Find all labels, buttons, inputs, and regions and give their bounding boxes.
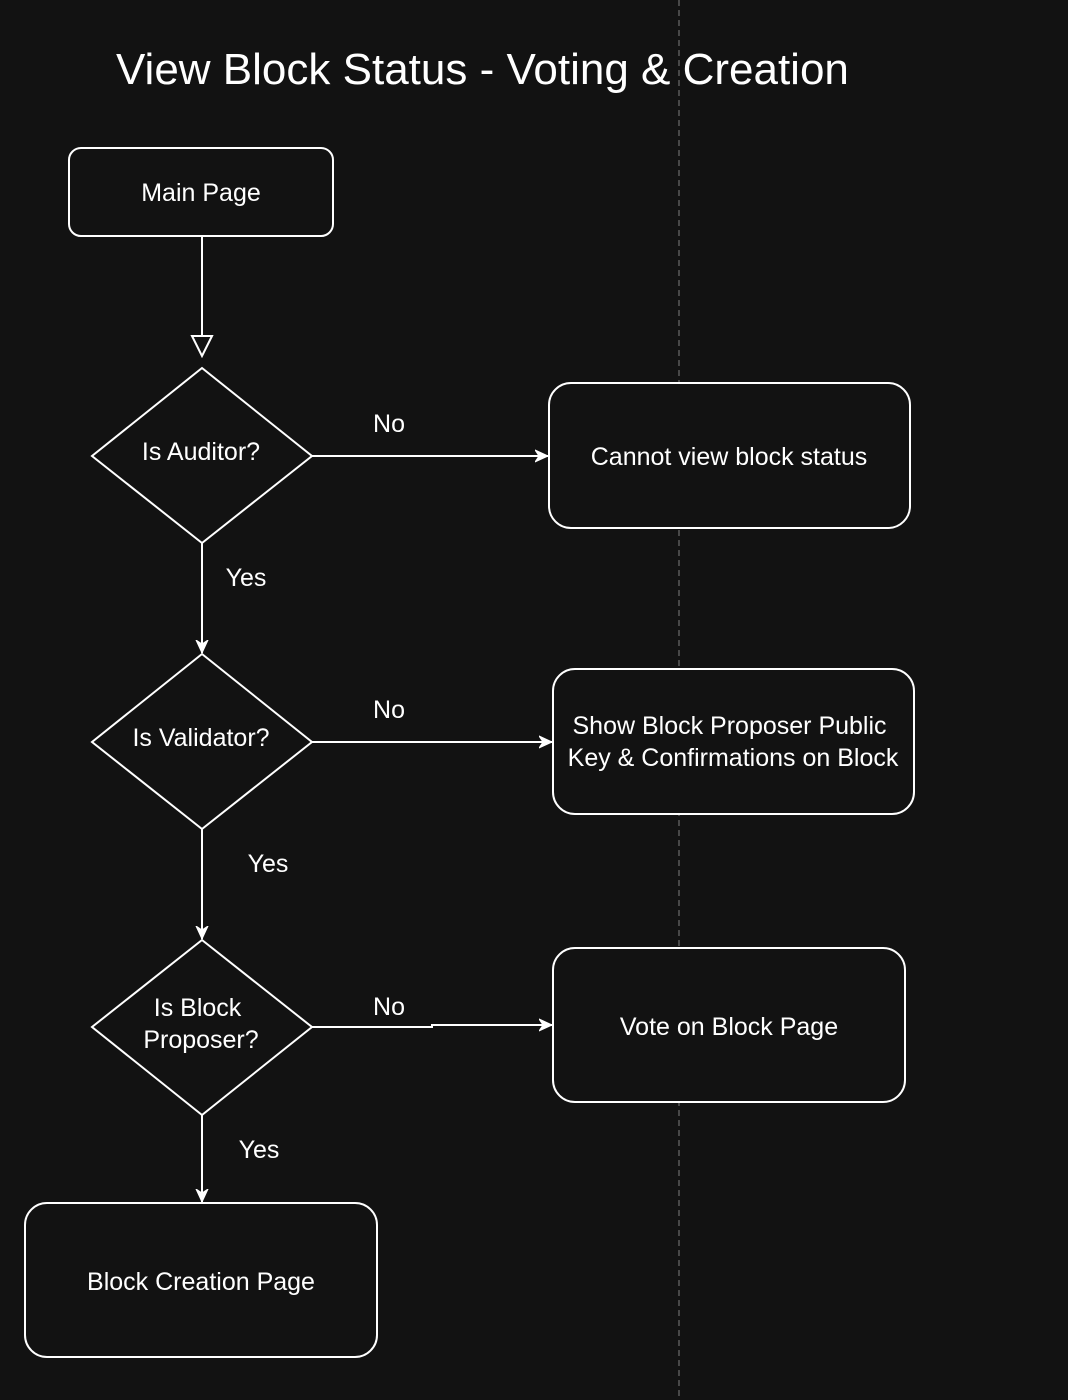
node-show-block-proposer[interactable]: Show Block Proposer Public Key & Confirm… xyxy=(552,668,915,815)
node-cannot-view-block-status[interactable]: Cannot view block status xyxy=(548,382,911,529)
node-vote-on-block-label: Vote on Block Page xyxy=(620,1013,838,1041)
node-cannot-view-label: Cannot view block status xyxy=(591,443,868,471)
decision-is-block-proposer[interactable]: Is Block Proposer? xyxy=(90,938,314,1117)
decision-is-auditor-label: Is Auditor? xyxy=(142,438,260,466)
diagram-title: View Block Status - Voting & Creation xyxy=(116,45,849,94)
node-show-block-proposer-label: Show Block Proposer Public Key & Confirm… xyxy=(568,712,899,772)
node-show-block-proposer-line-1: Show Block Proposer Public xyxy=(573,712,887,740)
edge-proposer-no-label: No xyxy=(373,993,405,1021)
node-show-block-proposer-line-2: Key & Confirmations on Block xyxy=(568,744,899,772)
decision-is-block-proposer-line-1: Is Block xyxy=(154,994,242,1022)
edge-validator-no-label: No xyxy=(373,696,405,724)
edge-validator-yes-label: Yes xyxy=(248,850,289,878)
edge-auditor-no-label: No xyxy=(373,410,405,438)
decision-is-validator-label: Is Validator? xyxy=(132,724,269,752)
edge-auditor-yes-label: Yes xyxy=(226,564,267,592)
decision-is-auditor[interactable]: Is Auditor? xyxy=(90,366,314,545)
node-block-creation-page[interactable]: Block Creation Page xyxy=(24,1202,378,1358)
node-vote-on-block-page[interactable]: Vote on Block Page xyxy=(552,947,906,1103)
node-main-page[interactable]: Main Page xyxy=(68,147,334,237)
decision-is-block-proposer-label: Is Block Proposer? xyxy=(143,994,258,1054)
edge-proposer-yes-label: Yes xyxy=(239,1136,280,1164)
node-block-creation-label: Block Creation Page xyxy=(87,1268,315,1296)
node-main-page-label: Main Page xyxy=(141,179,261,207)
decision-is-block-proposer-line-2: Proposer? xyxy=(143,1026,258,1054)
edge-proposer-no xyxy=(312,1025,552,1027)
